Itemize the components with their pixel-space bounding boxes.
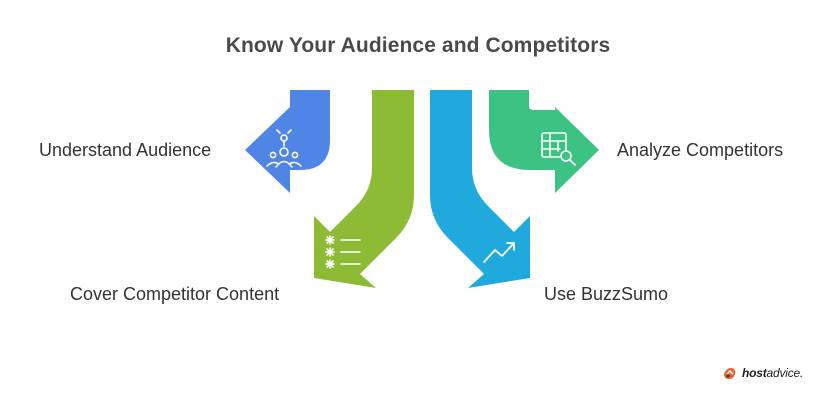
- use-buzzsumo-label: Use BuzzSumo: [544, 284, 669, 304]
- trend-up-icon: [483, 242, 515, 263]
- understand-audience-label: Understand Audience: [39, 140, 212, 160]
- cover-competitor-content-label: Cover Competitor Content: [70, 284, 280, 304]
- diagram-title: Know Your Audience and Competitors: [225, 34, 611, 57]
- cover-competitor-content-arrow: [314, 90, 414, 288]
- analyze-competitors-label: Analyze Competitors: [617, 140, 784, 160]
- understand-audience-arrow: [245, 90, 330, 193]
- audience-group-icon: [266, 129, 302, 168]
- checklist-icon: [325, 235, 361, 269]
- table-search-icon: [541, 132, 576, 166]
- hostadvice-mark-icon: [724, 367, 736, 379]
- hostadvice-logo: hostadvice.: [722, 364, 803, 382]
- hostadvice-wordmark: hostadvice.: [742, 366, 804, 380]
- use-buzzsumo-arrow: [430, 90, 530, 288]
